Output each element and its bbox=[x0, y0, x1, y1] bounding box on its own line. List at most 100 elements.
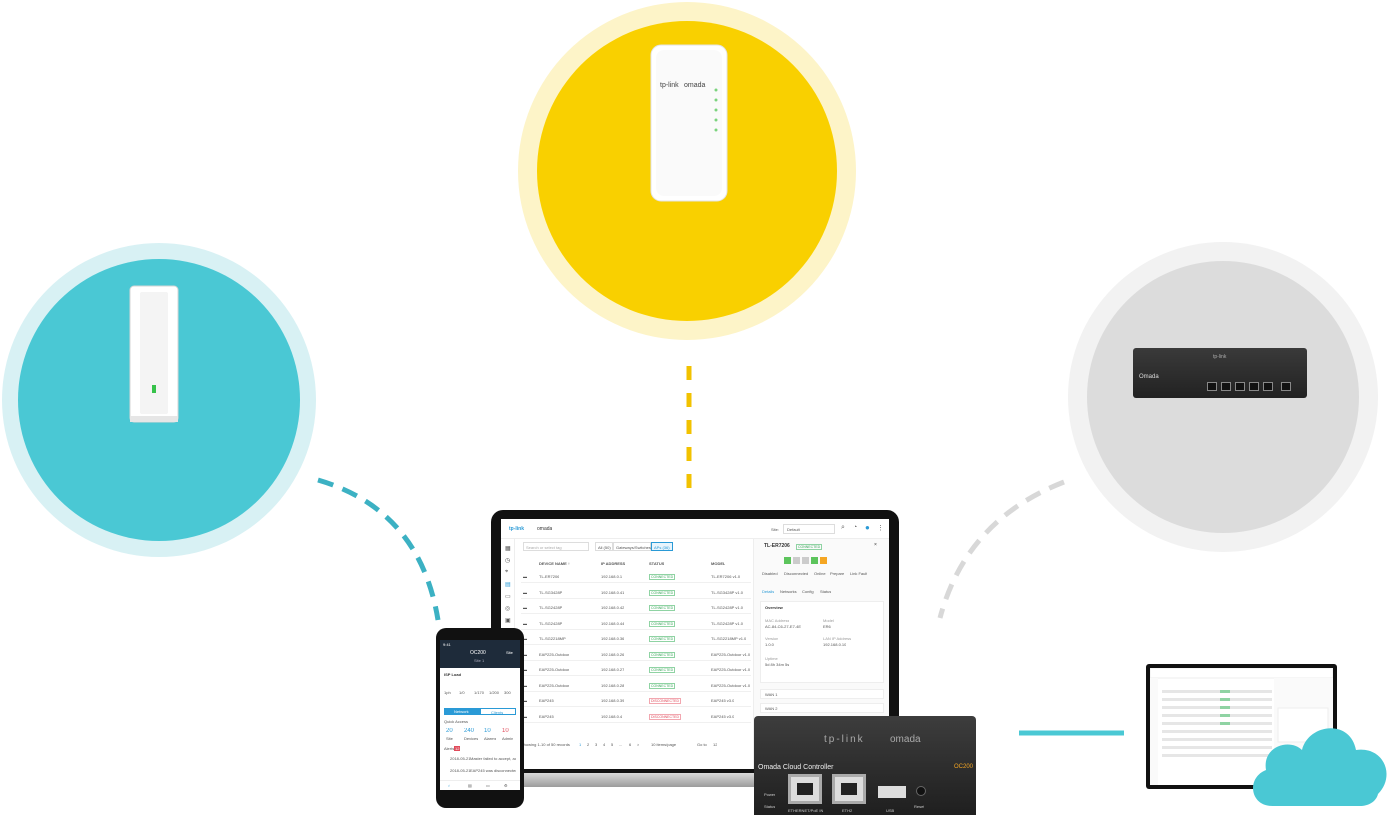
devices-icon[interactable]: ▤ bbox=[468, 783, 472, 788]
detail-status-badge: CONNECTED bbox=[796, 544, 823, 550]
filter-gateways[interactable]: Gateways/Switches (1) bbox=[613, 542, 657, 551]
device-name-cell: EAP245 bbox=[539, 698, 554, 703]
settings-icon[interactable]: ⚙ bbox=[504, 783, 508, 788]
col-model[interactable]: MODEL bbox=[711, 561, 726, 566]
page-next[interactable]: > bbox=[637, 742, 640, 747]
home-icon[interactable]: ⌂ bbox=[448, 783, 451, 788]
page-2[interactable]: 2 bbox=[587, 742, 590, 747]
device-name-cell: EAP225-Outdoor bbox=[539, 667, 570, 672]
device-icon: ▬ bbox=[523, 574, 527, 579]
model-value: ER6 bbox=[823, 624, 831, 629]
device-search-input[interactable]: Search or select tag bbox=[523, 542, 589, 551]
page-5[interactable]: 5 bbox=[611, 742, 614, 747]
user-icon[interactable]: ● bbox=[865, 523, 870, 532]
close-icon[interactable]: × bbox=[874, 542, 877, 548]
statistics-icon[interactable]: ◷ bbox=[505, 558, 511, 564]
bell-icon[interactable]: ◔ bbox=[853, 524, 858, 531]
device-icon: ▬ bbox=[523, 667, 527, 672]
outdoor-access-point-icon bbox=[126, 282, 182, 428]
page-3[interactable]: 3 bbox=[595, 742, 598, 747]
ethernet-port bbox=[788, 774, 822, 804]
per-page-select[interactable]: 10 items/page bbox=[651, 742, 677, 747]
status-badge: CONNECTED bbox=[649, 574, 676, 580]
phone-tab-network[interactable]: Network bbox=[444, 708, 480, 715]
overview-card: Overview MAC Address AC-84-C6-27-E7-4E M… bbox=[760, 601, 884, 683]
legend-disconnected: Disconnected bbox=[784, 571, 809, 576]
lan-ip-value: 192.168.0.10 bbox=[823, 642, 847, 647]
phone-site-menu[interactable]: Site bbox=[506, 650, 513, 655]
phone-header: 9:41 OC200 Site 1 Site bbox=[440, 640, 520, 668]
hardware-controller-icon: tp-link omada Omada Cloud Controller OC2… bbox=[754, 716, 976, 815]
device-name-cell: TL-SG2428P bbox=[539, 620, 563, 626]
col-device-name[interactable]: DEVICE NAME ↑ bbox=[539, 561, 570, 566]
phone-tab-clients[interactable]: Clients bbox=[480, 708, 516, 715]
device-stat: 300 bbox=[504, 690, 511, 695]
filter-all[interactable]: All (50) bbox=[595, 542, 613, 551]
controller-title: Omada Cloud Controller bbox=[758, 764, 834, 771]
clients-icon[interactable]: ▭ bbox=[486, 783, 490, 788]
tab-networks[interactable]: Networks bbox=[780, 589, 797, 594]
ip-cell: 192.168.0.1 bbox=[601, 574, 623, 579]
ip-cell: 192.168.0.44 bbox=[601, 620, 625, 626]
controller-brand: tp-link bbox=[824, 734, 865, 745]
insight-icon[interactable]: ◎ bbox=[505, 606, 511, 612]
wan2-row[interactable]: WAN 2 bbox=[760, 703, 884, 713]
legend-prepare: Prepare bbox=[830, 571, 845, 576]
version-label: Version bbox=[765, 636, 779, 641]
tab-status[interactable]: Status bbox=[820, 589, 832, 594]
devices-icon[interactable]: ▤ bbox=[505, 582, 511, 588]
app-header: tp-link omada Site: Default ⌕ ◔ ● ⋮ bbox=[501, 519, 889, 539]
model-cell: TL-SG2428P v1.0 bbox=[711, 620, 743, 626]
search-icon[interactable]: ⌕ bbox=[841, 524, 845, 531]
port-label: USB bbox=[886, 808, 895, 813]
wan2-label: WAN 2 bbox=[765, 706, 778, 711]
wan1-row[interactable]: WAN 1 bbox=[760, 689, 884, 699]
ip-cell: 192.168.0.36 bbox=[601, 636, 625, 641]
col-status[interactable]: STATUS bbox=[649, 561, 665, 566]
ethernet-port bbox=[832, 774, 866, 804]
more-icon[interactable]: ⋮ bbox=[877, 525, 884, 532]
cloud-icon bbox=[1246, 716, 1394, 808]
dashboard-icon[interactable]: ▦ bbox=[505, 546, 511, 552]
tab-config[interactable]: Config bbox=[802, 589, 814, 594]
device-icon: ▬ bbox=[523, 620, 527, 626]
status-badge: CONNECTED bbox=[649, 667, 676, 673]
page-ellipsis: ... bbox=[619, 742, 623, 747]
filter-aps[interactable]: APs (36) bbox=[651, 542, 673, 551]
tab-details[interactable]: Details bbox=[762, 589, 775, 594]
gray-dashed-connector bbox=[937, 479, 1065, 619]
map-icon[interactable]: ⌖ bbox=[505, 569, 509, 575]
page-4[interactable]: 4 bbox=[603, 742, 606, 747]
reset-label: Reset bbox=[914, 804, 925, 809]
device-name-cell: EAP245 bbox=[539, 713, 554, 719]
col-ip-address[interactable]: IP ADDRESS bbox=[601, 561, 626, 566]
router-icon: Omada tp-link bbox=[1133, 348, 1307, 398]
model-label: Model bbox=[823, 618, 834, 623]
log-icon[interactable]: ▣ bbox=[505, 618, 511, 624]
clients-icon[interactable]: ▭ bbox=[505, 594, 511, 600]
pagination-summary: Showing 1-10 of 50 records bbox=[521, 742, 570, 747]
site-select[interactable]: Default bbox=[783, 524, 835, 534]
device-icon: ▬ bbox=[523, 682, 527, 688]
device-icon: ▬ bbox=[523, 713, 527, 719]
page-1[interactable]: 1 bbox=[579, 742, 582, 747]
table-header: DEVICE NAME ↑ IP ADDRESS STATUS MODEL bbox=[521, 557, 751, 569]
device-icon: ▬ bbox=[523, 651, 527, 657]
device-name-cell: TL-SG2428P bbox=[539, 605, 563, 610]
stat-site-value: 20 bbox=[446, 728, 453, 734]
alerts-title: Alerts bbox=[444, 746, 455, 751]
model-cell: EAP245 v3.0 bbox=[711, 698, 735, 703]
goto-input[interactable]: 12 bbox=[713, 742, 718, 747]
page-6[interactable]: 6 bbox=[629, 742, 632, 747]
